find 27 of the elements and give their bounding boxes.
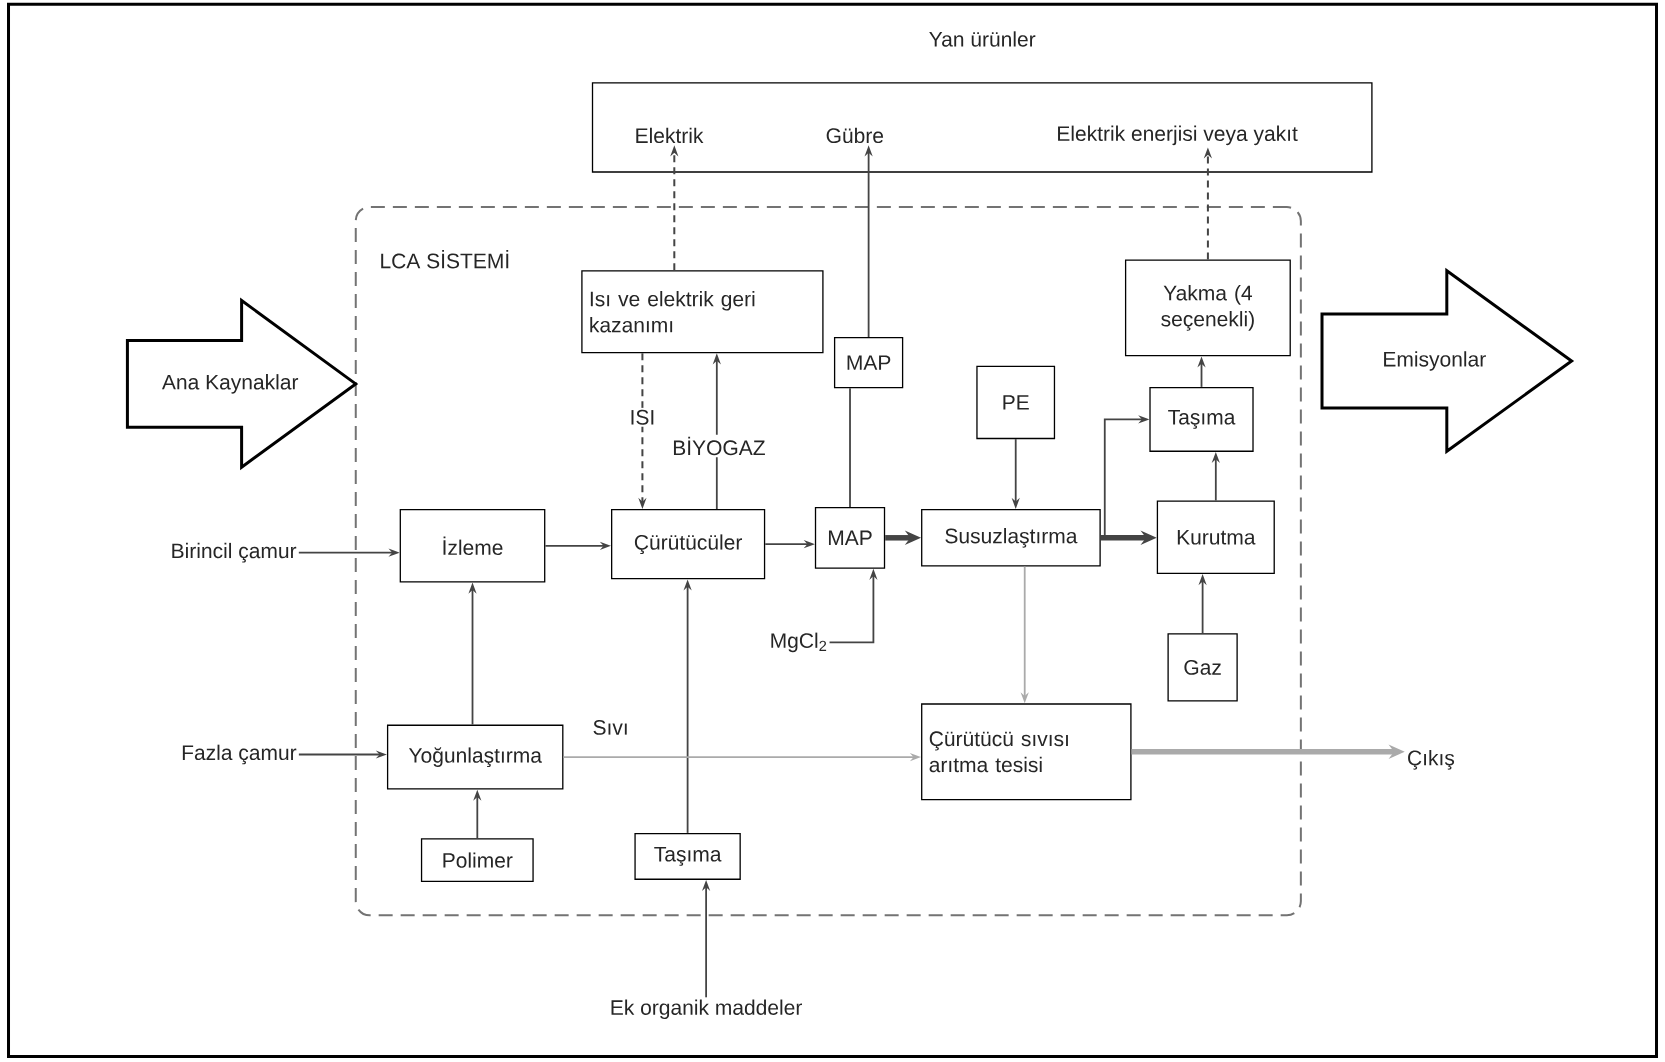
- edge-label: ISI: [627, 407, 658, 427]
- edge-label: Sıvı: [590, 717, 631, 737]
- process-box: Yakma (4 seçenekli): [1124, 259, 1291, 357]
- process-box: Gaz: [1167, 633, 1238, 702]
- edge-label: BİYOGAZ: [670, 434, 768, 458]
- process-box: Kurutma: [1156, 500, 1275, 575]
- input-label: Fazla çamur: [182, 744, 297, 765]
- output-label: Elektrik enerjisi veya yakıt: [1058, 125, 1298, 146]
- process-box: Polimer: [420, 838, 534, 882]
- process-box: Isı ve elektrik geri kazanımı: [581, 270, 824, 354]
- process-box: Çürütücüler: [611, 509, 766, 580]
- output-label: Çıkış: [1408, 749, 1455, 770]
- input-label: MgCl$_{2}$: [771, 632, 827, 653]
- output-label: Elektrik: [636, 127, 704, 144]
- process-box: Çürütücü sıvısı arıtma tesisi: [921, 703, 1132, 801]
- input-label: Ek organik maddeler: [611, 999, 802, 1020]
- process-box: MAP: [814, 506, 886, 569]
- process-box: İzleme: [399, 509, 546, 583]
- process-box: Yoğunlaştırma: [386, 724, 564, 790]
- process-box: Susuzlaştırma: [921, 509, 1101, 567]
- node-label: Yan ürünler: [929, 31, 1036, 47]
- process-box: PE: [976, 365, 1056, 440]
- process-box: Taşıma: [1149, 386, 1254, 452]
- process-box: MAP: [833, 337, 904, 389]
- process-box: Taşıma: [634, 832, 741, 880]
- input-label: Birincil çamur: [172, 542, 297, 563]
- output-label: Gübre: [826, 127, 884, 144]
